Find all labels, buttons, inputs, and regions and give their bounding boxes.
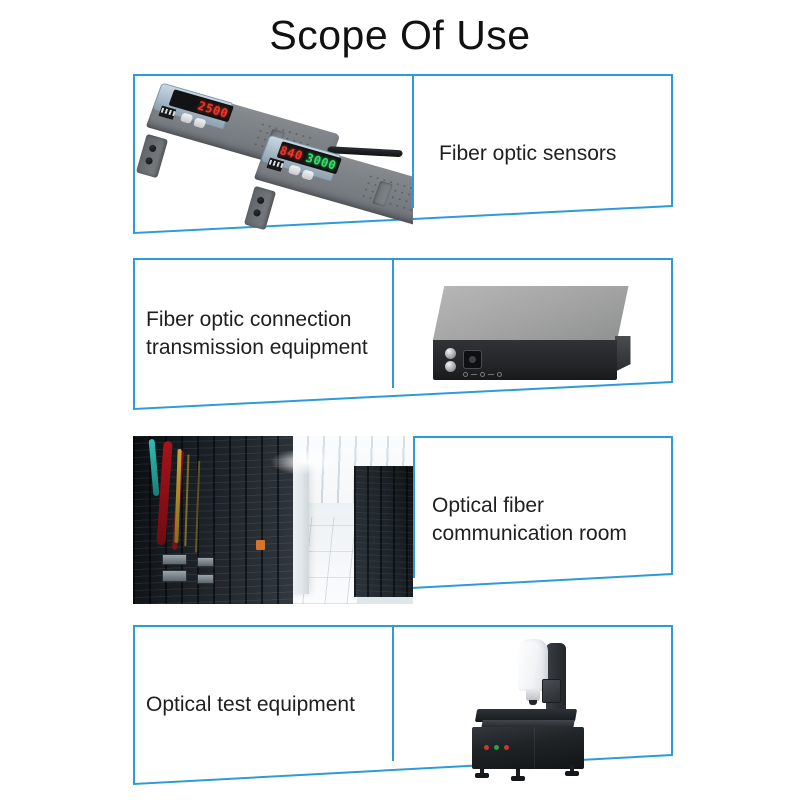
panel-1-text-cell: Fiber optic sensors [413,74,673,234]
cable-gold [174,449,182,544]
machine-lens [525,689,540,705]
panel-optical-fiber-communication-room[interactable]: Optical fiber communication room [133,436,673,605]
panel-fiber-optic-connection-transmission-equipment[interactable]: Fiber optic connection transmission equi… [133,258,673,411]
panel-fiber-optic-sensors[interactable]: 2500 [133,74,673,235]
panel-3-divider [413,436,415,578]
machine-base-cabinet [471,727,584,769]
panel-2-image-cell [392,258,673,410]
page-title: Scope Of Use [269,12,531,58]
converter-side-panel [614,336,631,372]
machine-control-buttons [483,745,509,750]
converter-front-panel [432,340,617,380]
panel-optical-test-equipment[interactable]: Optical test equipment [133,625,673,786]
panel-1-divider [412,74,414,208]
converter-top-shell [432,286,629,342]
panel-4-image-cell [392,625,673,785]
video-measuring-machine-photo [458,637,608,781]
floor-marker [256,540,266,551]
panel-3-text-cell: Optical fiber communication room [413,436,673,604]
ceiling-light-glare [270,449,341,476]
machine-foot-left [474,773,489,778]
server-rack-left [133,436,293,604]
server-rack-right [354,466,413,598]
sensor-b-head [243,185,277,231]
converter-led-row [462,372,502,377]
panel-3-label: Optical fiber communication room [432,494,627,545]
panel-1-image-cell: 2500 [133,74,413,234]
panel-2-label: Fiber optic connection transmission equi… [146,308,368,359]
panel-4-divider [392,625,394,761]
fiber-optic-amplifier-photo: 2500 [133,74,413,234]
machine-monitor [541,679,561,703]
cable-teal [148,439,160,497]
panel-1-label: Fiber optic sensors [439,142,617,165]
converter-dc-jack [462,350,482,369]
panel-2-text-cell: Fiber optic connection transmission equi… [133,258,392,410]
media-converter-photo [429,286,637,382]
converter-screw [444,348,456,372]
machine-foot-right [564,771,579,776]
panel-3-image-cell [133,436,413,604]
panel-4-text-cell: Optical test equipment [133,625,392,785]
machine-foot-center [510,776,525,781]
server-room-photo [133,436,413,604]
panel-2-divider [392,258,394,388]
cable-red [156,440,173,546]
sensor-a-head [135,133,169,179]
panel-4-label: Optical test equipment [146,693,355,716]
